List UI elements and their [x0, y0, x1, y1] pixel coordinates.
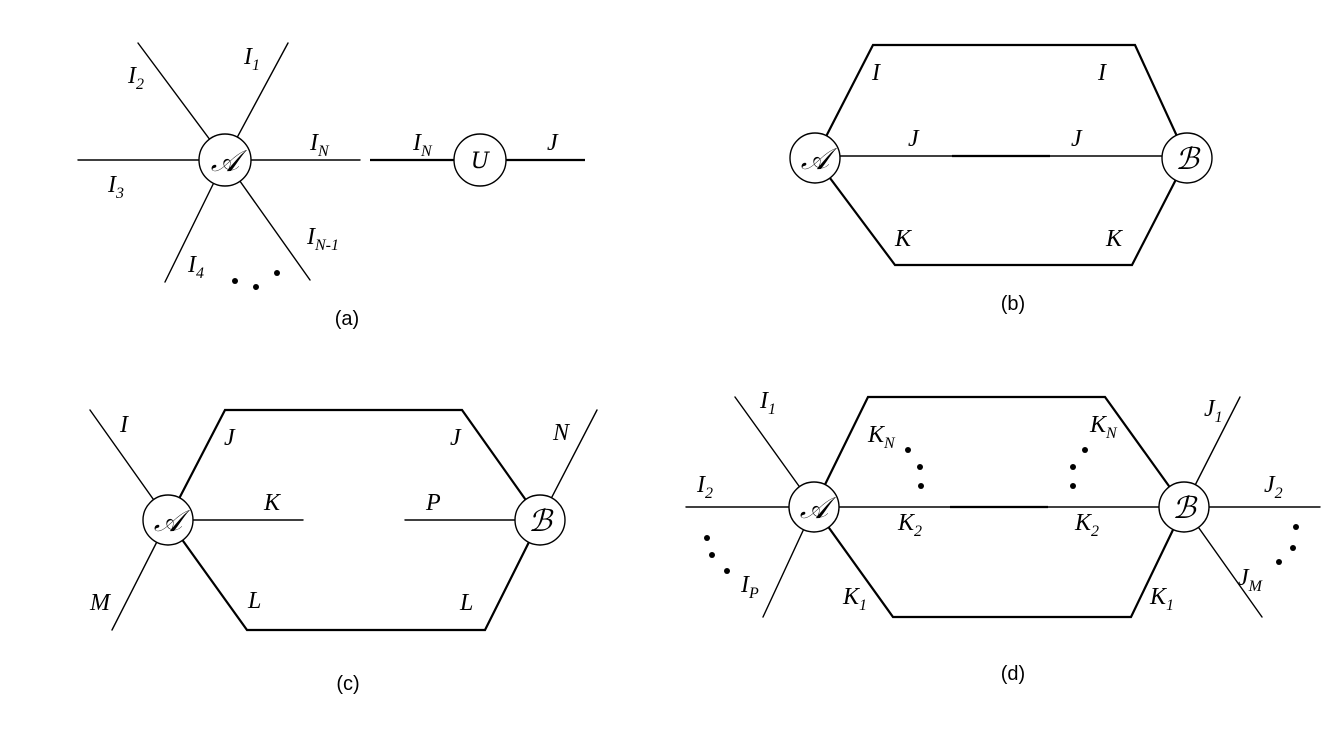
edge-b-i: [814, 43, 1188, 159]
label-j2: J2: [1264, 472, 1283, 502]
edge-d-kn: [813, 395, 1185, 508]
label-i-left: I: [871, 60, 881, 86]
label-k2-right: K2: [1074, 510, 1099, 540]
label-in-right: IN: [412, 130, 433, 160]
ellipsis-dot: [274, 270, 280, 276]
caption-d: (d): [1001, 663, 1025, 685]
label-i2: I2: [696, 472, 713, 502]
ellipsis-dot: [232, 278, 238, 284]
vertex-a: [788, 481, 840, 533]
ellipsis-dot: [1082, 447, 1088, 453]
label-kn-left: KN: [867, 422, 896, 452]
caption-b: (b): [1001, 293, 1025, 315]
vertex-b: [1161, 132, 1213, 184]
ellipsis-dot: [704, 535, 710, 541]
vertex-a: [198, 133, 252, 187]
ellipsis-dot: [1070, 464, 1076, 470]
vertex-b-label: ℬ: [1172, 491, 1198, 526]
label-l-left: L: [247, 588, 261, 614]
label-j1: J1: [1204, 396, 1223, 426]
edge-c-l: [167, 519, 541, 632]
caption-c: (c): [336, 673, 359, 695]
label-i2: I2: [127, 63, 144, 93]
ellipsis-dot: [253, 284, 259, 290]
vertex-b-label: ℬ: [1175, 142, 1201, 177]
label-n: N: [552, 420, 571, 446]
ellipsis-dot: [1276, 559, 1282, 565]
vertex-a: [789, 132, 841, 184]
vertex-a: [142, 494, 194, 546]
label-i1: I1: [759, 388, 776, 418]
ellipsis-dot: [918, 483, 924, 489]
vertex-b: [1158, 481, 1210, 533]
label-i4: I4: [187, 252, 204, 282]
label-k-right: K: [1105, 226, 1124, 252]
edge-c-j: [167, 408, 541, 521]
label-kn-right: KN: [1089, 412, 1118, 442]
ellipsis-dot: [917, 464, 923, 470]
label-k2-left: K2: [897, 510, 922, 540]
ellipsis-dot: [905, 447, 911, 453]
edge-b-k: [814, 157, 1188, 267]
label-l-right: L: [459, 590, 473, 616]
label-j-left: J: [908, 126, 920, 152]
label-m: M: [89, 590, 112, 616]
ellipsis-dot: [1293, 524, 1299, 530]
ellipsis-dot: [724, 568, 730, 574]
panel-a: 𝒜 U I1 I2 I3 I4 IN IN IN-1 J (a): [77, 42, 585, 330]
ellipsis-dot: [1290, 545, 1296, 551]
label-j-right: J: [1071, 126, 1083, 152]
label-j-left: J: [224, 425, 236, 451]
vertex-u: [453, 133, 507, 187]
label-in-left: IN: [309, 130, 330, 160]
label-j: J: [547, 130, 559, 156]
caption-a: (a): [335, 308, 359, 330]
label-jm: JM: [1238, 565, 1264, 595]
label-i-right: I: [1097, 60, 1107, 86]
label-j-right: J: [450, 425, 462, 451]
label-in-minus-1: IN-1: [306, 224, 339, 254]
label-ip: IP: [740, 572, 759, 602]
vertex-u-label: U: [471, 149, 491, 174]
label-i: I: [119, 412, 129, 438]
panel-d: 𝒜 ℬ I1 I2 IP KN KN K2 K2 K1 K1 J1 J2 JM …: [685, 388, 1321, 685]
vertex-b-label: ℬ: [528, 504, 554, 539]
label-p: P: [425, 490, 441, 516]
edge-d-k1: [813, 506, 1185, 619]
ellipsis-dot: [1070, 483, 1076, 489]
vertex-b: [514, 494, 566, 546]
label-k: K: [263, 490, 282, 516]
label-k-left: K: [894, 226, 913, 252]
label-i1: I1: [243, 44, 260, 74]
panel-b: 𝒜 ℬ I I J J K K (b): [789, 43, 1213, 315]
panel-c: 𝒜 ℬ I M N J J K P L L (c): [89, 408, 598, 695]
label-k1-right: K1: [1149, 584, 1174, 614]
label-k1-left: K1: [842, 584, 867, 614]
label-i3: I3: [107, 172, 124, 202]
ellipsis-dot: [709, 552, 715, 558]
